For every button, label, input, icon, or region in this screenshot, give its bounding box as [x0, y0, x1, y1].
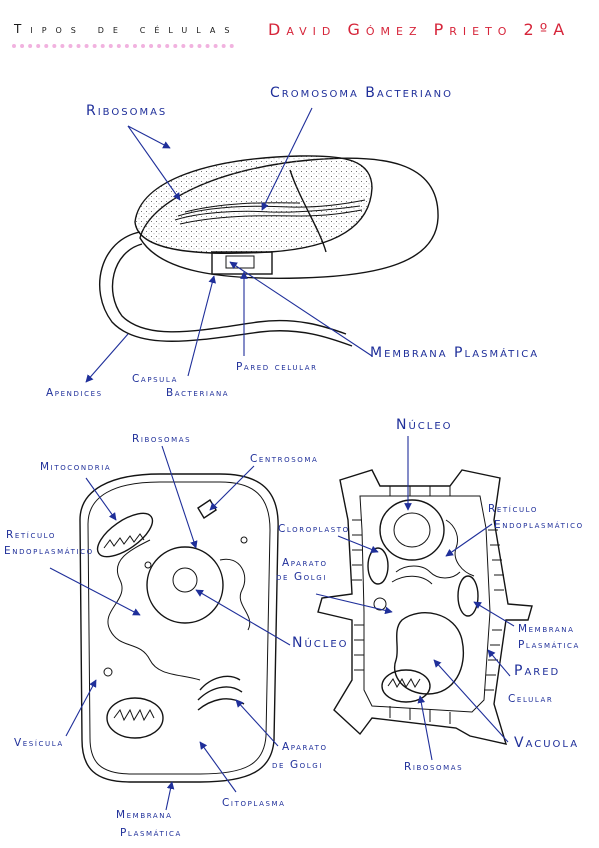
plant-wall-outer — [317, 469, 533, 745]
bacteria-flagellum-outer — [99, 231, 353, 347]
bacteria-arrows — [85, 107, 373, 383]
bacteria-label-pared: Pared celular — [236, 361, 318, 373]
animal-vesicle — [103, 667, 113, 677]
animal-mitochondrion-1 — [96, 512, 154, 558]
plant-label-nucleo: Núcleo — [396, 417, 453, 433]
plant-wall-inner — [359, 495, 491, 713]
animal-cell — [79, 473, 279, 783]
plant-label-reticulo-2: Endoplasmático — [494, 519, 584, 531]
bacteria-cytoplasm — [134, 155, 373, 254]
animal-label-ribosomas: Ribosomas — [132, 433, 192, 445]
bacteria-cell — [99, 155, 439, 347]
bacteria-label-cromosoma: Cromosoma Bacteriano — [270, 85, 453, 101]
plant-nucleolus — [393, 512, 431, 548]
plant-arrows — [315, 436, 515, 761]
plant-label-cloroplasto: Cloroplasto — [278, 523, 350, 535]
animal-nucleus — [146, 546, 224, 624]
bacterial-chromosome — [174, 199, 366, 225]
plant-cell — [317, 469, 533, 745]
bacteria-label-apendices: Apendices — [46, 387, 103, 399]
bacteria-label-capsula-2: Bacteriana — [166, 387, 230, 399]
animal-label-golgi-2: de Golgi — [272, 759, 323, 771]
animal-crista-2 — [113, 708, 155, 722]
animal-vesicle-2 — [144, 561, 152, 569]
plant-vacuole — [393, 612, 464, 695]
animal-crista-1 — [103, 533, 145, 549]
animal-label-citoplasma: Citoplasma — [222, 797, 286, 809]
plant-wall-hatch — [352, 486, 504, 724]
animal-membrane-inner — [87, 481, 271, 775]
bacteria-label-membrana: Membrana Plasmática — [370, 345, 540, 361]
animal-label-membrana-2: Plasmática — [120, 827, 182, 839]
animal-er — [107, 539, 201, 681]
animal-label-centrosoma: Centrosoma — [250, 453, 319, 465]
author-name: David Gómez Prieto 2ºA — [268, 20, 571, 39]
plant-label-golgi-2: de Golgi — [276, 571, 327, 583]
animal-label-golgi-1: Aparato — [282, 741, 328, 753]
plant-chloroplast-1 — [381, 669, 431, 703]
plant-label-pared-1: Pared — [514, 663, 561, 679]
animal-label-reticulo-2: Endoplasmático — [4, 545, 94, 557]
bacteria-flagellum-inner — [111, 243, 347, 335]
animal-mitochondrion-2 — [106, 697, 164, 739]
animal-label-membrana-1: Membrana — [116, 809, 173, 821]
animal-arrows — [49, 445, 291, 811]
animal-label-reticulo-1: Retículo — [6, 529, 57, 541]
bacteria-label-ribosomas: Ribosomas — [86, 103, 168, 119]
animal-nucleolus — [172, 567, 198, 593]
bacteria-label-capsula-1: Capsula — [132, 373, 178, 385]
plant-nucleus — [379, 499, 445, 561]
animal-vesicle-3 — [240, 536, 248, 544]
plant-label-pared-2: Celular — [508, 693, 554, 705]
animal-label-vesicula: Vesícula — [14, 737, 64, 749]
plant-vesicle — [373, 597, 387, 611]
animal-membrane-outer — [79, 473, 279, 783]
plant-label-membrana-1: Membrana — [518, 623, 575, 635]
title-highlight — [12, 44, 234, 58]
animal-er-2 — [219, 558, 251, 631]
plant-label-golgi-1: Aparato — [282, 557, 328, 569]
plant-chloroplast-3 — [457, 575, 479, 617]
bacteria-septum — [289, 169, 327, 253]
plant-label-reticulo-1: Retículo — [488, 503, 539, 515]
cell-wall-box — [211, 251, 273, 275]
plant-label-membrana-2: Plasmática — [518, 639, 580, 651]
plant-er — [445, 519, 475, 577]
plant-label-vacuola: Vacuola — [514, 735, 580, 751]
page-title: Tipos de células — [14, 22, 239, 36]
plant-label-ribosomas: Ribosomas — [404, 761, 464, 773]
plant-golgi — [391, 565, 461, 585]
animal-label-mitocondria: Mitocondria — [40, 461, 112, 473]
plant-chloroplast-2 — [367, 547, 389, 585]
plant-thylakoid — [387, 677, 421, 689]
animal-centrosome — [197, 499, 217, 519]
animal-golgi — [197, 675, 245, 711]
animal-label-nucleo: Núcleo — [292, 635, 349, 651]
